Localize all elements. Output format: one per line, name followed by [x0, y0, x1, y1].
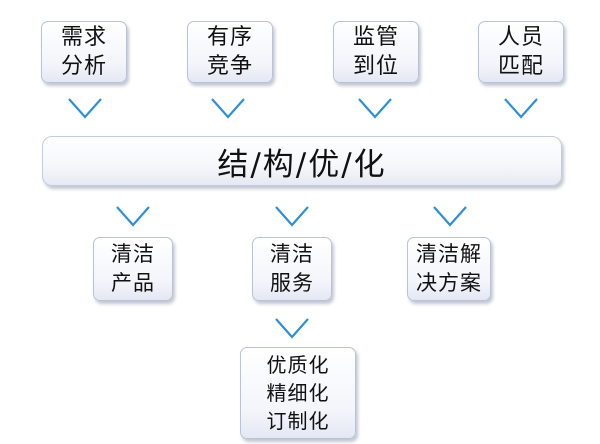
node-orderly-competition: 有序 竞争 [187, 21, 273, 83]
node-staff-matching: 人员 匹配 [478, 21, 564, 83]
node-label: 优质化 精细化 订制化 [266, 353, 330, 433]
node-label: 清洁 服务 [270, 242, 314, 295]
node-label: 需求 分析 [60, 25, 107, 79]
chevron-down-icon [211, 98, 245, 119]
node-supervision: 监管 到位 [333, 21, 419, 83]
node-outcomes: 优质化 精细化 订制化 [240, 347, 356, 439]
chevron-down-icon [358, 98, 392, 119]
chevron-down-icon [433, 206, 467, 227]
node-label: 人员 匹配 [497, 25, 544, 79]
chevron-down-icon [275, 206, 309, 227]
chevron-down-icon [68, 98, 102, 119]
node-label: 监管 到位 [352, 25, 399, 79]
chevron-down-icon [504, 98, 538, 119]
chevron-down-icon [275, 318, 309, 339]
node-label: 有序 竞争 [206, 25, 253, 79]
node-label: 清洁解 决方案 [416, 242, 482, 295]
node-clean-products: 清洁 产品 [93, 237, 173, 301]
node-clean-solutions: 清洁解 决方案 [407, 237, 491, 301]
node-clean-services: 清洁 服务 [252, 237, 332, 301]
node-label: 清洁 产品 [111, 242, 155, 295]
banner-label: 结/构/优/化 [217, 146, 387, 183]
node-demand-analysis: 需求 分析 [41, 21, 127, 83]
chevron-down-icon [116, 206, 150, 227]
center-banner: 结/构/优/化 [42, 136, 562, 186]
